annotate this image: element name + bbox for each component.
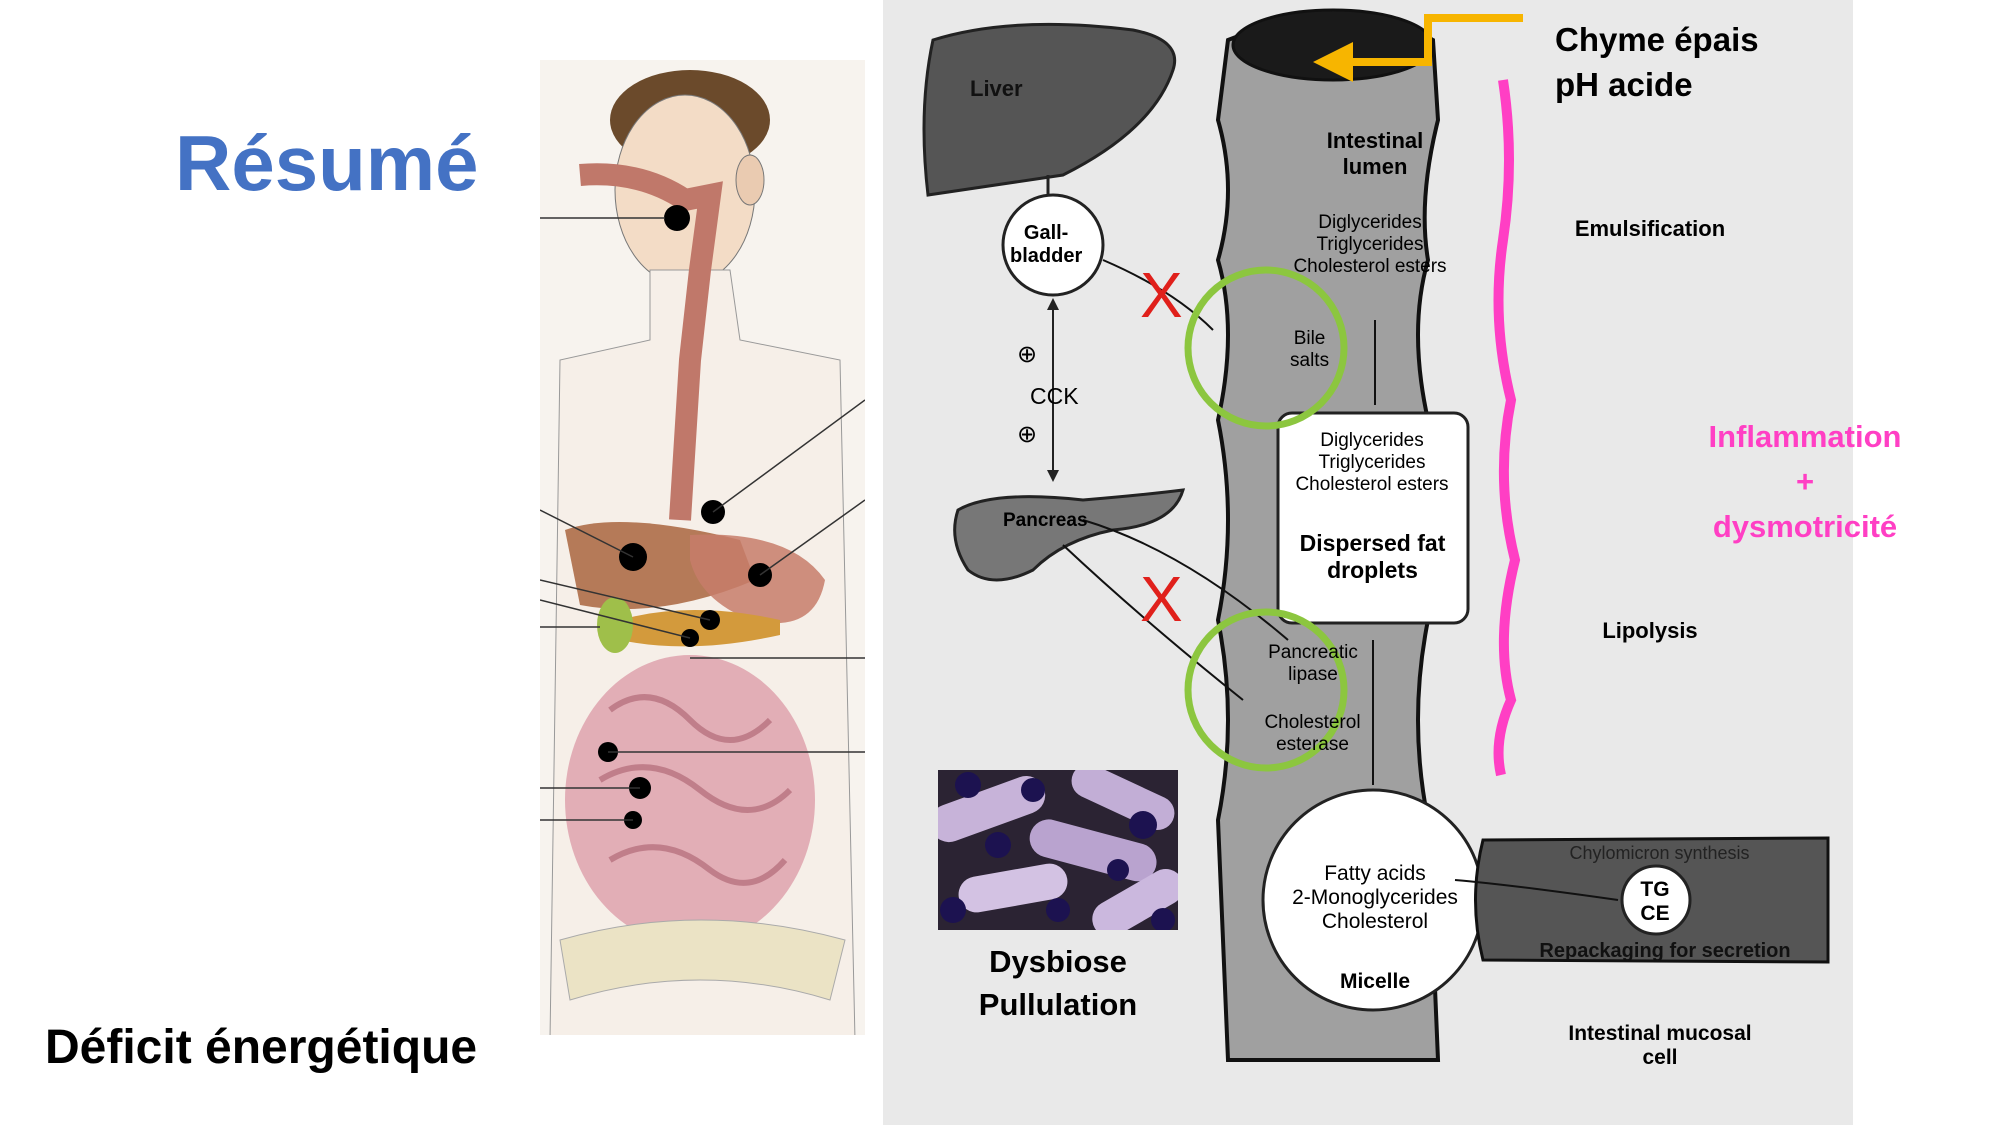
inflammation-pink-line (1493, 79, 1521, 777)
anatomy-leader-lines (539, 217, 866, 821)
flow-arrows (1062, 259, 1619, 901)
intestine-loops (598, 694, 793, 886)
energy-deficit-label: Déficit énergétique (45, 1021, 478, 1074)
tg-ce-circle (1620, 864, 1692, 936)
bacteria-drawing (938, 770, 1178, 930)
intestine-organ (565, 655, 815, 945)
pancreas-organ (620, 610, 780, 647)
fat-droplets-box (1276, 411, 1470, 625)
digestive-anatomy-figure (539, 60, 866, 1041)
green-highlight-lipase (1184, 608, 1348, 772)
gallbladder-shape (1001, 193, 1105, 297)
cck-label: CCK (1030, 383, 1079, 409)
cck-arrowhead-down (1047, 470, 1059, 482)
lumen-lipids-label: Diglycerides Triglycerides Cholesterol e… (1293, 212, 1447, 277)
bile-flow-arrow (1102, 259, 1214, 331)
inflammation-annotation: Inflammation + dysmotricité (1708, 419, 1902, 544)
dispersed-fat-label: Dispersed fat droplets (1299, 530, 1446, 583)
cholesterol-esterase-label: Cholesterol esterase (1264, 712, 1361, 755)
pancreas-flow-arrow-2 (1062, 544, 1244, 701)
pancreatic-lipase-label: Pancreatic lipase (1268, 642, 1358, 685)
pancreas-shape (953, 488, 1186, 582)
lumen-label: Intestinal lumen (1326, 128, 1424, 179)
bacteria-image (938, 770, 1178, 930)
chyme-orange-arrow (1348, 14, 1523, 66)
marker-mouth (664, 205, 690, 231)
anatomy-markers (598, 205, 772, 829)
box-lipids-label: Diglycerides Triglycerides Cholesterol e… (1295, 430, 1449, 495)
esophagus-shape (579, 163, 723, 521)
pelvis-bone (559, 919, 846, 1001)
cross-mark-pancreas: X (1140, 563, 1183, 635)
cross-mark-bile: X (1140, 259, 1183, 331)
bacteria-cocci (940, 772, 1175, 930)
cck-plus-top: ⊕ (1017, 341, 1038, 368)
diagram-graphics (922, 8, 1830, 1062)
chylomicron-label: Chylomicron synthesis (1569, 843, 1750, 863)
micelle-to-cell-arrow (1454, 879, 1619, 901)
tg-label: TG (1640, 878, 1670, 901)
cck-plus-bottom: ⊕ (1017, 421, 1038, 448)
liver-label: Liver (970, 76, 1023, 101)
repackaging-label: Repackaging for secretion (1539, 940, 1791, 962)
pancreas-label: Pancreas (1003, 510, 1088, 531)
chyme-arrowhead (1313, 42, 1353, 82)
gallbladder-organ (597, 597, 633, 653)
ce-label: CE (1640, 902, 1670, 925)
pancreas-flow-arrow-1 (1082, 519, 1289, 641)
ear-shape (735, 154, 765, 206)
chyme-annotation: Chyme épais pH acide (1555, 21, 1759, 103)
mucosal-cell-label: Intestinal mucosal cell (1568, 1022, 1752, 1069)
micelle-label: Micelle (1339, 970, 1411, 993)
lipolysis-label: Lipolysis (1602, 618, 1698, 643)
anatomy-drawing (539, 70, 866, 1041)
emulsification-label: Emulsification (1574, 216, 1726, 241)
liver-shape (922, 22, 1176, 197)
cck-arrowhead-up (1047, 298, 1059, 310)
slide-title: Résumé (175, 119, 479, 207)
bile-salts-label: Bile salts (1290, 328, 1330, 371)
green-highlight-bile (1184, 266, 1348, 430)
gallbladder-label: Gall- bladder (1010, 222, 1083, 267)
dysbiose-caption: Dysbiose Pullulation (978, 944, 1138, 1023)
micelle-contents-label: Fatty acids 2-Monoglycerides Cholesterol (1292, 862, 1458, 933)
